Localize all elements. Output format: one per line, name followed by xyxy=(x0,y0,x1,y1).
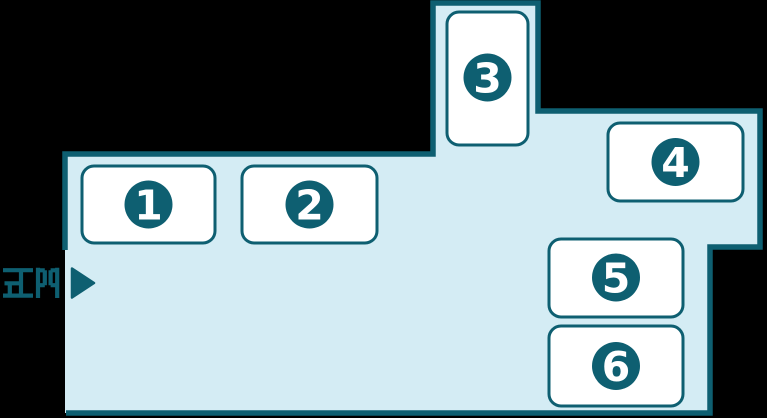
building-1[interactable]: 1 xyxy=(80,164,217,245)
building-number-badge xyxy=(592,342,640,390)
gate-kanji-mon xyxy=(35,267,60,298)
building-2[interactable]: 2 xyxy=(240,164,379,245)
building-number: 4 xyxy=(661,139,690,187)
building-number-badge xyxy=(592,253,640,302)
building-number: 2 xyxy=(295,182,324,230)
building-5[interactable]: 5 xyxy=(547,237,685,319)
building-number: 3 xyxy=(473,55,502,103)
building-number: 6 xyxy=(602,343,631,391)
campus-boundary-wall xyxy=(62,0,763,416)
building-4[interactable]: 4 xyxy=(606,121,745,203)
gate-kanji-sei xyxy=(3,268,33,298)
building-number-badge xyxy=(463,53,512,102)
building-6[interactable]: 6 xyxy=(547,324,685,408)
building-number: 5 xyxy=(602,255,631,303)
building-number: 1 xyxy=(134,182,163,230)
gate-arrow-icon xyxy=(70,267,96,299)
building-3[interactable]: 3 xyxy=(445,10,530,147)
building-number-badge xyxy=(651,138,700,186)
main-gate xyxy=(3,267,96,299)
building-number-badge xyxy=(285,180,334,229)
building-number-badge xyxy=(124,180,173,229)
